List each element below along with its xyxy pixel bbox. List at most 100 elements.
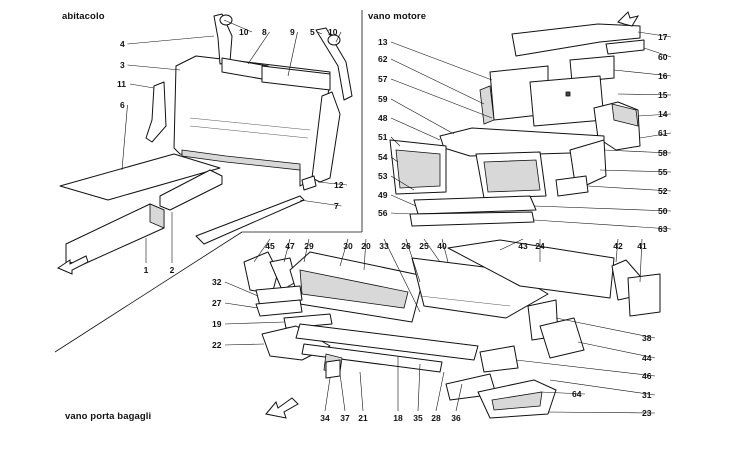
part-callout-number: 41 (637, 241, 647, 251)
part-callout-number: 3 (120, 60, 125, 70)
front-direction-arrow (56, 255, 89, 275)
part-callout-number: 52 (658, 186, 668, 196)
leader-line (224, 302, 259, 309)
part-callout-number: 58 (658, 148, 668, 158)
leader-line (613, 69, 672, 77)
leader-line (615, 238, 619, 263)
leader-line (390, 175, 415, 191)
leader-line (599, 169, 672, 173)
leader-line (637, 113, 672, 117)
part-insulation-center (529, 75, 605, 127)
part-callout-number: 57 (378, 74, 388, 84)
leader-line (405, 238, 421, 283)
section-label-vano-motore: vano motore (368, 11, 427, 22)
part-rear-bulkhead (173, 55, 331, 187)
leader-line (555, 317, 656, 339)
part-callout-number: 54 (378, 152, 388, 162)
part-callout-number: 30 (343, 241, 353, 251)
leader-line (577, 341, 656, 359)
leader-line (339, 373, 346, 412)
part-callout-number: 31 (642, 390, 652, 400)
leader-line (390, 117, 441, 141)
leader-line (455, 383, 463, 412)
part-callout-number: 50 (658, 206, 668, 216)
leader-line (287, 31, 298, 77)
section-label-abitacolo: abitacolo (62, 11, 105, 22)
part-callout-number: 33 (379, 241, 389, 251)
part-panel-41 (627, 273, 661, 317)
leader-line (441, 238, 449, 263)
part-callout-number: 36 (451, 413, 461, 423)
leader-line (423, 238, 441, 263)
leader-line (499, 238, 524, 251)
part-callout-number: 5 (310, 27, 315, 37)
leader-line (637, 31, 672, 38)
leader-line (317, 181, 348, 186)
part-callout-number: 40 (437, 241, 447, 251)
part-callout-number: 2 (170, 265, 175, 275)
part-callout-number: 18 (393, 413, 403, 423)
part-strip-27 (255, 299, 303, 317)
part-tunnel-cover (159, 169, 223, 211)
part-callout-number: 37 (340, 413, 350, 423)
part-floor-strip (195, 195, 305, 245)
part-bracket-45 (243, 251, 279, 295)
part-callout-number: 26 (401, 241, 411, 251)
engine-bay-arrow (617, 11, 640, 27)
leader-line (299, 199, 342, 207)
leader-line (383, 238, 421, 313)
part-callout-number: 22 (212, 340, 222, 350)
part-callout-number: 16 (658, 71, 668, 81)
leader-line (515, 359, 656, 377)
part-callout-number: 8 (262, 27, 267, 37)
part-callout-number: 21 (358, 413, 368, 423)
leader-line (390, 78, 493, 119)
part-callout-number: 7 (334, 201, 339, 211)
part-callout-number: 29 (304, 241, 314, 251)
part-top-cover (511, 23, 641, 57)
luggage-parts (243, 239, 661, 419)
part-callout-number: 23 (642, 408, 652, 418)
part-strip-19 (283, 313, 333, 329)
part-callout-number: 59 (378, 94, 388, 104)
leader-line (359, 371, 364, 412)
leader-line (339, 238, 349, 267)
leader-line (549, 379, 656, 396)
part-callout-number: 48 (378, 113, 388, 123)
part-callout-number: 53 (378, 171, 388, 181)
part-callout-number: 6 (120, 100, 125, 110)
part-callout-number: 27 (212, 298, 222, 308)
leader-line (390, 194, 417, 207)
part-callout-number: 14 (658, 109, 668, 119)
part-callout-number: 61 (658, 128, 668, 138)
leader-line (390, 58, 485, 105)
part-bracket-52 (555, 175, 589, 197)
part-floor-trim (59, 153, 221, 201)
part-callout-number: 62 (378, 54, 388, 64)
leader-line (533, 219, 672, 230)
part-base-rail (413, 195, 537, 215)
part-callout-number: 24 (535, 241, 545, 251)
part-bracket-44 (539, 317, 585, 359)
luggage-direction-arrow (265, 397, 299, 419)
part-callout-number: 13 (378, 37, 388, 47)
part-callout-number: 38 (642, 333, 652, 343)
part-callout-number: 56 (378, 208, 388, 218)
part-callout-number: 34 (320, 413, 330, 423)
section-dividers (54, 10, 363, 353)
part-callout-number: 28 (431, 413, 441, 423)
leader-line (317, 31, 323, 35)
part-callout-number: 10 (328, 27, 338, 37)
part-callout-number: 25 (419, 241, 429, 251)
leader-line (617, 93, 672, 96)
part-callout-number: 45 (265, 241, 275, 251)
leader-line (247, 31, 270, 65)
part-upper-panel-2 (261, 65, 331, 91)
leader-line (224, 343, 265, 346)
leader-line (390, 212, 413, 215)
leader-line (324, 377, 331, 412)
leader-line (303, 238, 310, 263)
leader-line (533, 205, 672, 212)
leader-line (127, 35, 215, 45)
part-rear-wall (447, 239, 615, 299)
